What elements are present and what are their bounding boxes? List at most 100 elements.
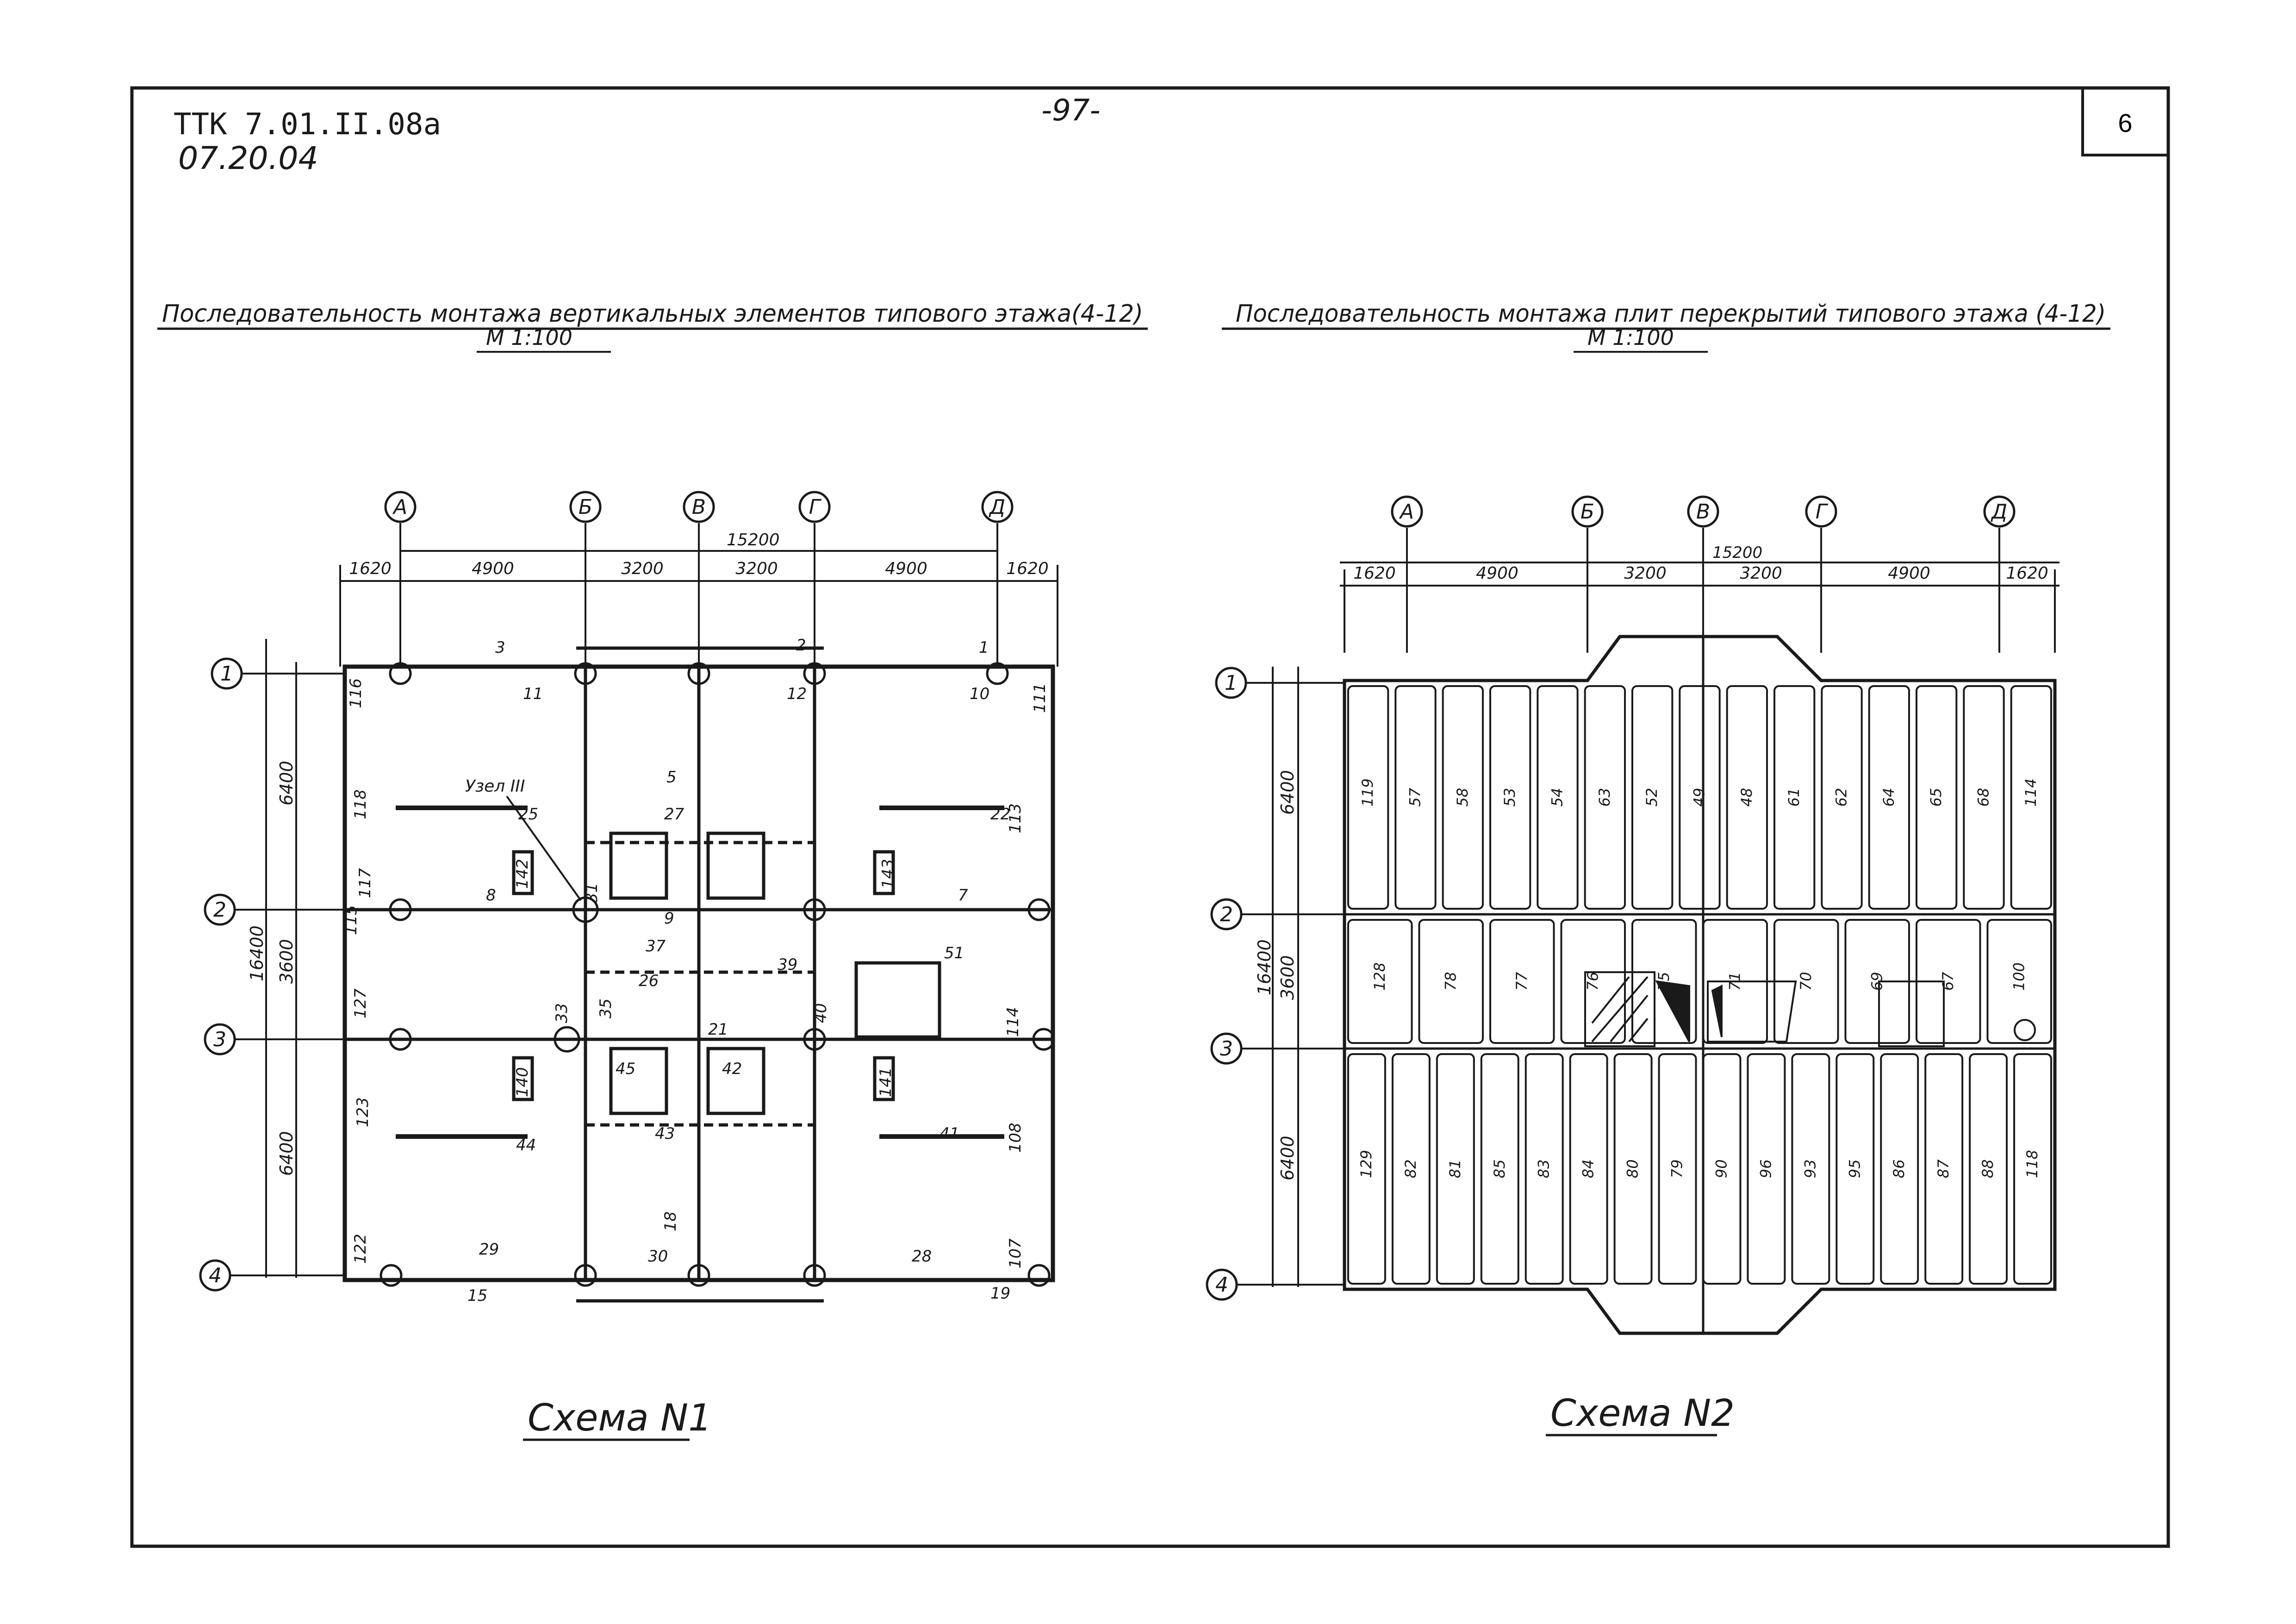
s1-axis-1: 1 [220,662,233,686]
svg-text:116: 116 [347,678,365,708]
slab-number: 62 [1833,788,1850,807]
slab-panel [2013,1053,2052,1285]
s1-axis-d: Д [989,495,1005,519]
scheme2-caption: Схема N2 [1550,1392,1735,1435]
s1-axis-lines [230,639,345,1278]
svg-text:118: 118 [351,789,370,819]
slab-number: 80 [1624,1159,1642,1178]
sheet-frame [130,86,2170,1548]
slab-panel [1747,1053,1786,1285]
slab-number: 81 [1446,1159,1464,1178]
svg-text:51: 51 [944,944,964,962]
slab-panel [1391,1053,1431,1285]
scheme1-axis-letters: А Б В Г Д [384,491,1014,523]
svg-text:1620: 1620 [2006,564,2048,583]
slab-panel [1924,1053,1964,1285]
svg-text:Б: Б [1580,500,1594,524]
slab-number: 63 [1596,788,1613,807]
s2-dim-ticks [1344,528,2056,653]
s2-axis-letters: А Б В Г Д [1391,495,2016,528]
scheme1: Последовательность монтажа вертикальных … [157,300,1148,1441]
slab-panel [1836,1053,1875,1285]
svg-text:140: 140 [513,1067,532,1097]
svg-text:19: 19 [990,1284,1010,1303]
svg-text:18: 18 [661,1212,680,1231]
s2-openings [1584,971,2036,1047]
slab-panel [1489,685,1531,910]
svg-text:26: 26 [639,972,659,990]
svg-text:29: 29 [479,1240,499,1259]
svg-text:30: 30 [648,1247,668,1266]
slab-panel [1569,1053,1608,1285]
slab-panel [1418,919,1484,1044]
s1-axis-3: 3 [213,1028,226,1051]
slab-panel [1916,685,1958,910]
svg-text:21: 21 [708,1020,728,1039]
slab-panel [1436,1053,1475,1285]
svg-text:3200: 3200 [735,559,778,578]
svg-text:6400: 6400 [1277,770,1298,815]
scheme1-title: Последовательность монтажа вертикальных … [162,300,1143,328]
doc-code-secondary: 07.20.04 [178,140,318,177]
slab-number: 61 [1785,788,1803,807]
slab-number: 78 [1442,972,1459,991]
svg-text:40: 40 [812,1003,830,1023]
svg-text:3200: 3200 [1624,564,1667,583]
slab-number: 84 [1580,1159,1597,1178]
svg-text:111: 111 [1031,683,1049,713]
page-number: -97- [1041,94,1101,128]
s2-panels [1347,685,2052,1285]
slab-number: 95 [1846,1159,1863,1178]
s1-walls [345,646,1053,1303]
svg-text:3: 3 [495,638,505,657]
slab-panel [1679,685,1721,910]
svg-text:9: 9 [664,909,674,928]
svg-text:Г: Г [1816,500,1829,524]
s2-axis-numbers: 1 2 3 4 [1206,667,1247,1301]
svg-text:28: 28 [912,1247,932,1266]
slab-number: 114 [2022,778,2040,806]
slab-panel [1489,919,1555,1044]
slab-panel [1880,1053,1919,1285]
s1-dim-total: 15200 [727,531,780,550]
svg-text:3600: 3600 [1277,955,1298,1000]
svg-text:31: 31 [583,883,601,903]
svg-text:А: А [1399,500,1414,524]
s1-axis-4: 4 [209,1264,222,1287]
slab-number: 82 [1402,1159,1419,1178]
slab-number: 54 [1549,788,1566,807]
slab-panel [1773,685,1816,910]
svg-text:1: 1 [1225,671,1238,695]
s1-column-nodes [380,662,1055,1287]
slab-number: 70 [1797,972,1815,991]
svg-text:4900: 4900 [885,559,927,578]
scheme1-scale: М 1:100 [486,325,572,350]
slab-number: 49 [1691,788,1708,807]
svg-text:45: 45 [616,1060,635,1078]
slab-number: 90 [1712,1159,1730,1178]
slab-panel [1347,919,1413,1044]
s2-dims-left: 6400 3600 6400 16400 [1254,770,1298,1181]
slab-number: 48 [1738,788,1755,807]
slab-panel [1726,685,1768,910]
slab-number: 129 [1357,1150,1375,1178]
svg-text:4900: 4900 [1888,564,1930,583]
svg-text:44: 44 [516,1136,536,1155]
slab-number: 76 [1584,972,1601,991]
slab-panel [1631,685,1674,910]
s1-dims-top: 1620 4900 3200 3200 4900 1620 [349,559,1049,578]
slab-panel [2010,685,2052,910]
svg-text:113: 113 [1006,803,1025,833]
svg-text:115: 115 [342,905,361,935]
slab-panel [1791,1053,1830,1285]
slab-number: 77 [1513,972,1531,991]
scheme2-scale: М 1:100 [1587,325,1674,350]
slab-number: 68 [1975,788,1992,807]
slab-number: 52 [1643,788,1661,807]
svg-text:1620: 1620 [1006,559,1049,578]
svg-text:1620: 1620 [349,559,392,578]
svg-text:25: 25 [518,805,538,824]
slab-number: 57 [1406,787,1424,806]
s1-dims-left: 6400 3600 6400 16400 [247,761,297,1176]
